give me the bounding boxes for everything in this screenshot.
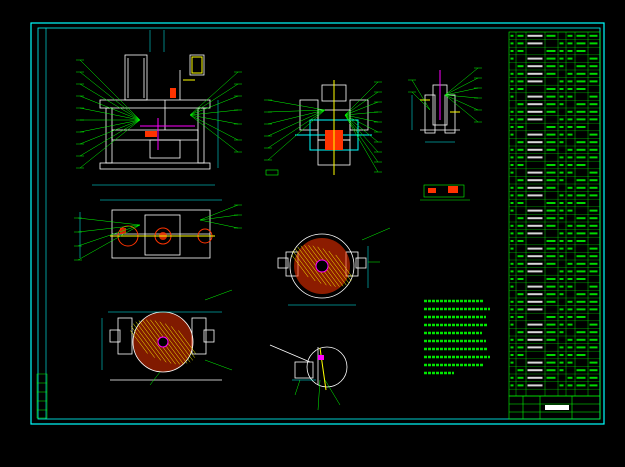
sheet-outer-frame (30, 22, 605, 425)
detail-view-a (408, 67, 482, 143)
parts-list-table (508, 31, 601, 397)
side-assembly-view (264, 80, 382, 176)
technical-requirements-note (424, 299, 490, 375)
small-part-detail (420, 184, 470, 201)
front-assembly-view (76, 30, 242, 186)
title-block (508, 395, 601, 420)
top-view (74, 199, 242, 261)
section-view-circular-upper (277, 227, 391, 306)
left-margin-stamp (36, 373, 48, 419)
sheet-inner-frame (37, 27, 601, 420)
section-view-circular-lower (101, 289, 233, 386)
detail-view-b (269, 344, 348, 411)
